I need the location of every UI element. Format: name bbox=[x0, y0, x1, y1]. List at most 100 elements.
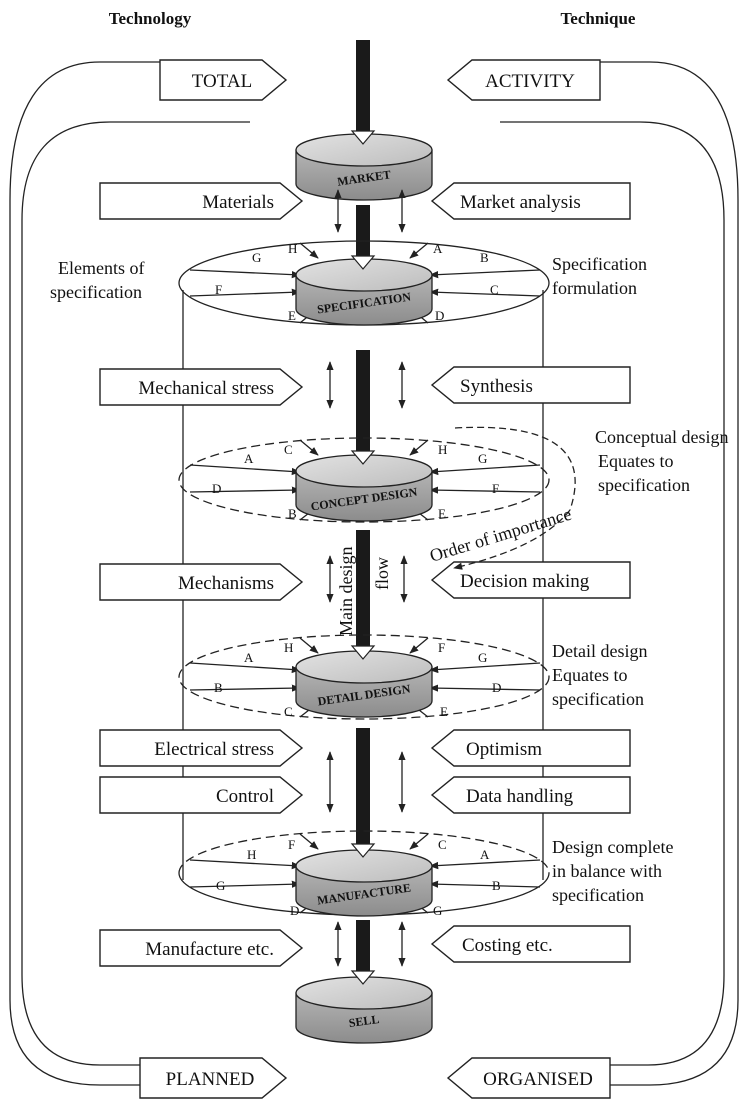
svg-text:Mechanisms: Mechanisms bbox=[178, 573, 274, 594]
svg-text:Decision making: Decision making bbox=[460, 571, 590, 592]
svg-text:Equates to: Equates to bbox=[598, 451, 673, 471]
technology-box-mechanisms: Mechanisms bbox=[99, 563, 304, 601]
svg-text:Materials: Materials bbox=[202, 192, 274, 213]
technique-outer-frame bbox=[540, 61, 739, 1086]
svg-text:A: A bbox=[244, 650, 254, 665]
svg-text:E: E bbox=[438, 506, 446, 521]
svg-text:C: C bbox=[284, 442, 293, 457]
svg-text:E: E bbox=[288, 308, 296, 323]
svg-text:Elements of: Elements of bbox=[58, 258, 144, 278]
svg-text:specification: specification bbox=[598, 475, 690, 495]
svg-text:B: B bbox=[288, 506, 297, 521]
rod-arrowheads bbox=[350, 130, 376, 985]
svg-text:H: H bbox=[284, 640, 293, 655]
svg-text:F: F bbox=[492, 481, 499, 496]
svg-text:formulation: formulation bbox=[552, 278, 637, 298]
svg-text:Conceptual design: Conceptual design bbox=[595, 427, 728, 447]
svg-text:Synthesis: Synthesis bbox=[460, 376, 533, 397]
svg-text:G: G bbox=[252, 250, 261, 265]
technology-box-manufacture-etc: Manufacture etc. bbox=[99, 929, 304, 967]
technology-inner-frame bbox=[21, 121, 250, 1066]
technique-inner-frame bbox=[500, 121, 725, 1066]
technology-box-mechanical-stress: Mechanical stress bbox=[99, 368, 304, 406]
total-box: TOTAL bbox=[159, 59, 288, 101]
svg-text:ORGANISED: ORGANISED bbox=[483, 1069, 593, 1090]
svg-text:D: D bbox=[212, 481, 221, 496]
conceptual-design-label: Conceptual design Equates to specificati… bbox=[595, 427, 728, 495]
stage-disc-market: MARKET bbox=[295, 133, 433, 201]
stage-disc-concept: CONCEPT DESIGN bbox=[295, 454, 433, 522]
svg-text:E: E bbox=[440, 704, 448, 719]
svg-text:in balance with: in balance with bbox=[552, 861, 662, 881]
technology-box-electrical-stress: Electrical stress bbox=[99, 729, 304, 767]
svg-text:C: C bbox=[438, 837, 447, 852]
technique-box-data-handling: Data handling bbox=[430, 776, 631, 814]
svg-text:flow: flow bbox=[372, 557, 392, 590]
order-of-importance-annotation: Order of importance bbox=[427, 426, 576, 570]
technique-box-decision-making: Decision making bbox=[430, 561, 631, 599]
svg-text:PLANNED: PLANNED bbox=[166, 1069, 255, 1090]
svg-text:specification: specification bbox=[552, 689, 644, 709]
svg-text:Market analysis: Market analysis bbox=[460, 192, 581, 213]
svg-text:C: C bbox=[284, 704, 293, 719]
svg-text:specification: specification bbox=[552, 885, 644, 905]
svg-text:ACTIVITY: ACTIVITY bbox=[485, 71, 575, 92]
svg-text:A: A bbox=[244, 451, 254, 466]
svg-text:Detail design: Detail design bbox=[552, 641, 647, 661]
svg-text:Order of importance: Order of importance bbox=[427, 504, 573, 566]
svg-text:H: H bbox=[288, 241, 297, 256]
technique-box-synthesis: Synthesis bbox=[430, 366, 631, 404]
svg-text:Specification: Specification bbox=[552, 254, 647, 274]
stage-disc-manufacture: MANUFACTURE bbox=[295, 849, 433, 917]
design-complete-label: Design complete in balance with specific… bbox=[552, 837, 673, 905]
main-design-flow-label: Main design flow bbox=[336, 547, 392, 637]
organised-box: ORGANISED bbox=[446, 1057, 611, 1099]
svg-text:A: A bbox=[480, 847, 490, 862]
svg-text:F: F bbox=[215, 282, 222, 297]
concept-design-ring: A D C B G F H E bbox=[178, 437, 550, 523]
svg-text:Costing etc.: Costing etc. bbox=[462, 935, 553, 956]
svg-text:Optimism: Optimism bbox=[466, 739, 542, 760]
svg-text:Electrical stress: Electrical stress bbox=[154, 739, 274, 760]
svg-text:B: B bbox=[492, 878, 501, 893]
svg-text:C: C bbox=[490, 282, 499, 297]
svg-text:Data handling: Data handling bbox=[466, 786, 574, 807]
svg-text:Manufacture etc.: Manufacture etc. bbox=[145, 939, 274, 960]
stage-disc-specification: SPECIFICATION bbox=[295, 258, 433, 326]
technique-box-market-analysis: Market analysis bbox=[430, 182, 631, 220]
svg-text:D: D bbox=[435, 308, 444, 323]
svg-text:G: G bbox=[478, 451, 487, 466]
flow-arrows bbox=[326, 189, 408, 967]
specification-formulation-label: Specification formulation bbox=[552, 254, 647, 298]
svg-text:Main design: Main design bbox=[336, 547, 356, 637]
header-technology: Technology bbox=[109, 9, 192, 28]
technology-box-control: Control bbox=[99, 776, 304, 814]
stage-discs: MARKET SPECIFICATION CONCEPT DESIGN DETAIL … bbox=[295, 133, 433, 1044]
svg-text:H: H bbox=[247, 847, 256, 862]
technology-outer-frame bbox=[9, 61, 210, 1086]
svg-text:G: G bbox=[478, 650, 487, 665]
svg-text:B: B bbox=[214, 680, 223, 695]
svg-text:F: F bbox=[438, 640, 445, 655]
svg-text:Control: Control bbox=[216, 786, 274, 807]
stage-disc-detail: DETAIL DESIGN bbox=[295, 650, 433, 718]
main-design-rods bbox=[356, 40, 370, 975]
svg-text:Design complete: Design complete bbox=[552, 837, 673, 857]
svg-text:Equates to: Equates to bbox=[552, 665, 627, 685]
svg-text:specification: specification bbox=[50, 282, 142, 302]
svg-text:Mechanical stress: Mechanical stress bbox=[138, 378, 274, 399]
technique-box-optimism: Optimism bbox=[430, 729, 631, 767]
svg-text:G: G bbox=[216, 878, 225, 893]
technology-box-materials: Materials bbox=[99, 182, 304, 220]
manufacture-ring: H G F D A B C G bbox=[178, 830, 550, 918]
svg-text:B: B bbox=[480, 250, 489, 265]
detail-design-equates-label: Detail design Equates to specification bbox=[552, 641, 647, 709]
header-technique: Technique bbox=[561, 9, 636, 28]
svg-text:H: H bbox=[438, 442, 447, 457]
svg-text:D: D bbox=[492, 680, 501, 695]
svg-text:D: D bbox=[290, 903, 299, 918]
elements-of-specification-label: Elements of specification bbox=[50, 258, 144, 302]
technique-box-costing-etc: Costing etc. bbox=[430, 925, 631, 963]
stage-label-sell: SELL bbox=[348, 1012, 380, 1030]
